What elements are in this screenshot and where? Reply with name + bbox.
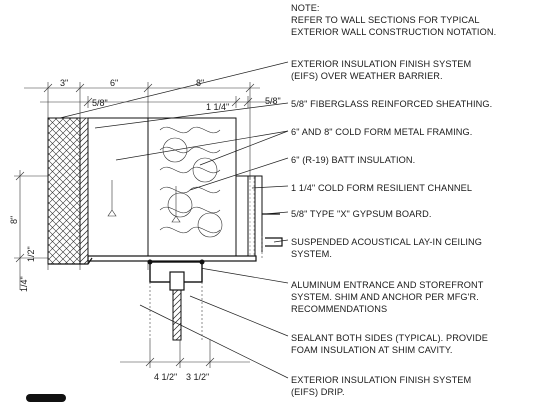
dimension-label: 8"	[196, 78, 204, 88]
dimension-label: 5/8"	[265, 96, 281, 106]
callout-framing: 6" AND 8" COLD FORM METAL FRAMING.	[291, 127, 472, 137]
bottom-dimension-string: 4 1/2" 3 1/2"	[120, 340, 250, 382]
callout-eifs-line-2: (EIFS) OVER WEATHER BARRIER.	[291, 71, 443, 81]
leader-line	[115, 130, 289, 161]
leader-line	[251, 185, 289, 189]
leader-line	[273, 239, 289, 243]
dimension-label: 6"	[110, 78, 118, 88]
callout-eifs-drip-line-2: (EIFS) DRIP.	[291, 387, 345, 397]
wall-assembly	[47, 117, 283, 341]
dimension-label: 1/4"	[19, 276, 29, 292]
callout-list: EXTERIOR INSULATION FINISH SYSTEM (EIFS)…	[291, 59, 492, 397]
scale-bar-mark	[26, 394, 66, 402]
callout-gypsum-board: 5/8" TYPE "X" GYPSUM BOARD.	[291, 209, 431, 219]
note-block: NOTE: REFER TO WALL SECTIONS FOR TYPICAL…	[291, 3, 496, 37]
leader-line	[189, 295, 289, 337]
leader-line	[189, 157, 289, 191]
dimension-label: 1 1/4"	[206, 102, 229, 112]
left-dimension-string: 8" 1/2" 1/4"	[9, 170, 48, 292]
callout-resilient-channel: 1 1/4" COLD FORM RESILIENT CHANNEL	[291, 183, 472, 193]
callout-storefront-line-3: RECOMMENDATIONS	[291, 304, 387, 314]
leader-line	[199, 267, 289, 284]
callout-eifs-line-1: EXTERIOR INSULATION FINISH SYSTEM	[291, 59, 471, 69]
callout-storefront-line-1: ALUMINUM ENTRANCE AND STOREFRONT	[291, 280, 484, 290]
dimension-label: 1/2"	[26, 246, 36, 262]
note-line: EXTERIOR WALL CONSTRUCTION NOTATION.	[291, 27, 496, 37]
leader-lines	[59, 61, 289, 379]
callout-sealant-line-2: FOAM INSULATION AT SHIM CAVITY.	[291, 345, 453, 355]
dimension-label: 3"	[60, 78, 68, 88]
callout-ceiling-line-2: SYSTEM.	[291, 249, 332, 259]
callout-eifs-drip-line-1: EXTERIOR INSULATION FINISH SYSTEM	[291, 375, 471, 385]
dimension-label: 5/8"	[92, 98, 108, 108]
dimension-label: 3 1/2"	[186, 372, 209, 382]
dimension-label: 8"	[9, 216, 19, 224]
callout-storefront-line-2: SYSTEM. SHIM AND ANCHOR PER MFG'R.	[291, 292, 479, 302]
callout-ceiling-line-1: SUSPENDED ACOUSTICAL LAY-IN CEILING	[291, 237, 482, 247]
leader-line	[59, 61, 289, 119]
leader-line	[94, 102, 289, 129]
note-heading: NOTE:	[291, 3, 320, 13]
callout-sealant-line-1: SEALANT BOTH SIDES (TYPICAL). PROVIDE	[291, 333, 488, 343]
callout-sheathing: 5/8" FIBERGLASS REINFORCED SHEATHING.	[291, 99, 492, 109]
callout-batt-insulation: 6" (R-19) BATT INSULATION.	[291, 155, 415, 165]
dimension-label: 4 1/2"	[154, 372, 177, 382]
leader-line	[139, 304, 289, 379]
leader-line	[199, 130, 289, 166]
note-line: REFER TO WALL SECTIONS FOR TYPICAL	[291, 15, 480, 25]
